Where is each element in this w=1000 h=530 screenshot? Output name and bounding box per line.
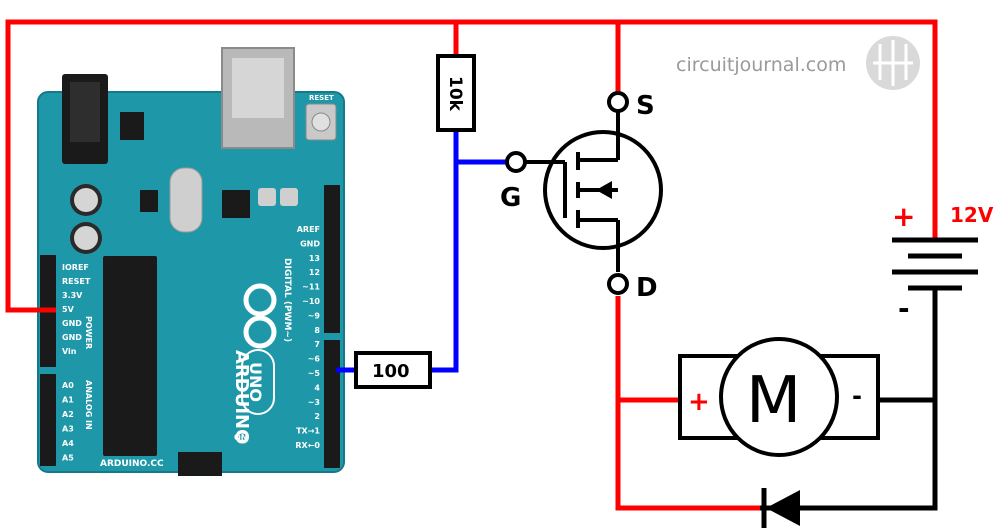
pin-label: RX←0 bbox=[295, 441, 320, 450]
pin-label: RESET bbox=[62, 277, 91, 286]
pin-label: 4 bbox=[314, 383, 320, 392]
digital-label: DIGITAL (PWM~) bbox=[282, 258, 292, 342]
pin-label: ~9 bbox=[308, 311, 321, 320]
pin-label: GND bbox=[300, 239, 320, 248]
pin-label: GND bbox=[62, 333, 82, 342]
uno-badge bbox=[241, 349, 275, 415]
pin-label: A4 bbox=[62, 439, 74, 448]
digital-header bbox=[324, 185, 340, 333]
red-wires bbox=[5, 19, 938, 511]
on-label: ON bbox=[234, 433, 248, 442]
battery-minus-label: - bbox=[898, 292, 910, 325]
mosfet-gate-label: G bbox=[500, 183, 521, 213]
motor-minus-label: - bbox=[852, 382, 862, 410]
atmega-chip bbox=[103, 256, 157, 456]
pin-label: A0 bbox=[62, 381, 74, 390]
pin-label: 12 bbox=[309, 268, 320, 277]
motor-symbol bbox=[678, 337, 880, 457]
resistor-100: 100 bbox=[354, 351, 432, 389]
pin-label: 8 bbox=[314, 326, 320, 335]
pin-label: ~10 bbox=[302, 297, 320, 306]
pin-label: ~3 bbox=[308, 398, 320, 407]
watermark-logo-icon bbox=[866, 36, 920, 90]
mosfet-source-label: S bbox=[636, 91, 655, 121]
black-wires bbox=[800, 290, 938, 511]
flyback-diode bbox=[760, 488, 800, 528]
pin-label: 2 bbox=[314, 412, 320, 421]
pin-label: A2 bbox=[62, 410, 74, 419]
pin-label: AREF bbox=[297, 225, 320, 234]
pin-label: GND bbox=[62, 319, 82, 328]
reset-label: RESET bbox=[309, 94, 334, 102]
pin-label: 3.3V bbox=[62, 291, 83, 300]
pin-label: ~6 bbox=[308, 355, 321, 364]
pin-label: Vin bbox=[62, 347, 77, 356]
battery-symbol bbox=[892, 237, 978, 291]
pin-label: 5V bbox=[62, 305, 75, 314]
pin-label: A1 bbox=[62, 396, 74, 405]
crystal bbox=[169, 167, 203, 233]
pin-label: ~5 bbox=[308, 369, 321, 378]
pin-label: A3 bbox=[62, 425, 74, 434]
blue-wires bbox=[336, 130, 508, 373]
analog-header bbox=[40, 374, 56, 466]
motor-plus-label: + bbox=[688, 387, 710, 417]
resistor-10k-label: 10k bbox=[445, 76, 465, 112]
battery-plus-label: + bbox=[892, 200, 915, 233]
resistor-100-label: 100 bbox=[372, 361, 410, 382]
pin-label: 7 bbox=[314, 340, 320, 349]
resistor-10k: 10k bbox=[436, 54, 476, 132]
pin-label: ~11 bbox=[302, 283, 320, 292]
pin-label: 13 bbox=[309, 254, 320, 263]
power-label: POWER bbox=[84, 316, 93, 349]
pin-label: TX→1 bbox=[296, 427, 320, 436]
watermark-text: circuitjournal.com bbox=[676, 54, 846, 76]
battery-voltage-label: 12V bbox=[950, 203, 994, 227]
model-label: UNO bbox=[246, 362, 265, 402]
arduino-uno-board: RESET ARDUINO UNO ARD bbox=[37, 47, 345, 476]
pin-label: A5 bbox=[62, 454, 74, 463]
mosfet-drain-label: D bbox=[636, 273, 658, 303]
pin-label: IOREF bbox=[62, 263, 89, 272]
arduino-logo bbox=[243, 283, 277, 349]
analog-label: ANALOG IN bbox=[84, 380, 93, 430]
p-channel-mosfet bbox=[505, 91, 663, 295]
motor-label: M bbox=[746, 364, 801, 438]
site-label: ARDUINO.CC bbox=[100, 459, 164, 469]
